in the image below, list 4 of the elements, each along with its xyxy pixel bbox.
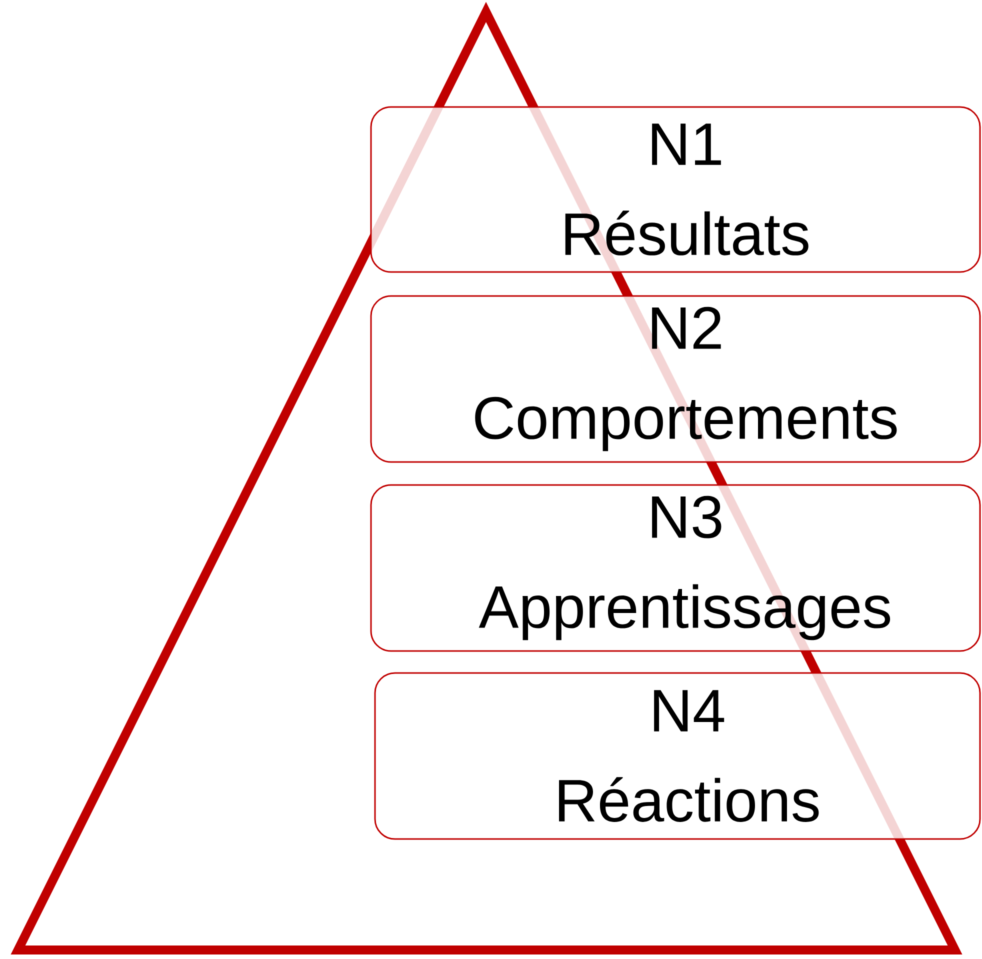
level-box: N4 Réactions bbox=[374, 672, 981, 840]
level-box: N1 Résultats bbox=[370, 106, 981, 273]
level-box: N3 Apprentissages bbox=[370, 484, 981, 652]
level-box: N2 Comportements bbox=[370, 295, 981, 463]
